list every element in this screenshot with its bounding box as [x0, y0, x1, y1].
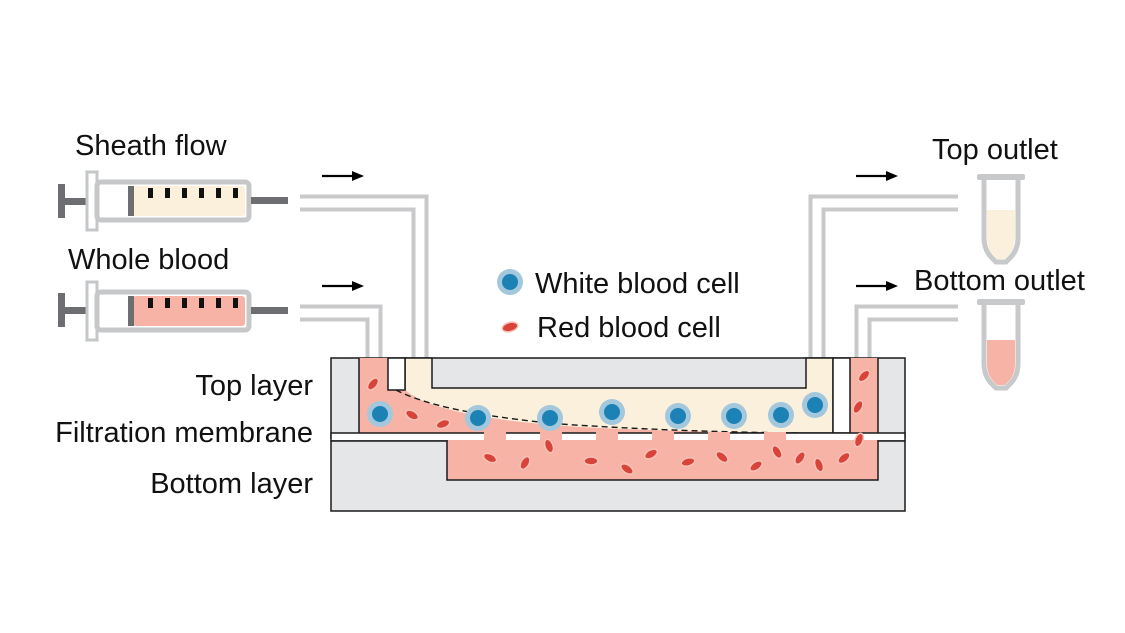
red-blood-cell — [837, 451, 851, 465]
red-blood-cell — [620, 463, 634, 475]
syringe-graduations — [148, 188, 238, 198]
membrane-pores — [484, 432, 786, 442]
white-blood-cells — [367, 392, 828, 431]
red-blood-cell — [583, 456, 599, 466]
red-blood-cell — [857, 369, 871, 383]
filtration-membrane-label: Filtration membrane — [55, 417, 313, 449]
white-blood-cell — [768, 402, 794, 428]
top-outlet-collection-tube — [977, 174, 1025, 265]
plunger-seal — [128, 296, 134, 326]
white-blood-cell — [665, 403, 691, 429]
sheath-flow-label: Sheath flow — [75, 130, 228, 162]
arrow-icon — [322, 281, 364, 291]
whole-blood-label: Whole blood — [68, 244, 229, 276]
red-blood-cell — [404, 409, 420, 421]
stream-interface — [395, 389, 801, 434]
legend: White blood cell Red blood cell — [497, 268, 740, 344]
outlet-divider — [832, 357, 851, 434]
blood-inlet-tube — [300, 304, 383, 358]
white-blood-cell — [599, 399, 625, 425]
red-blood-cell — [794, 451, 806, 465]
white-blood-cell — [367, 401, 393, 427]
white-blood-cell — [721, 403, 747, 429]
red-blood-cell — [715, 450, 729, 464]
legend-white-blood-cell: White blood cell — [535, 268, 740, 300]
red-blood-cell — [643, 448, 659, 460]
red-blood-cell-legend-icon — [501, 321, 519, 333]
red-blood-cell — [771, 444, 783, 460]
inlet-divider — [387, 357, 406, 391]
plunger-handle — [58, 293, 65, 327]
syringe-graduations — [148, 298, 238, 308]
tubing — [300, 194, 958, 358]
bottom-outlet-label: Bottom outlet — [914, 265, 1085, 297]
syringe-needle — [251, 197, 288, 204]
white-blood-cell — [465, 405, 491, 431]
red-blood-cell — [680, 456, 696, 468]
white-blood-cell-legend-icon — [497, 269, 523, 295]
bottom-channel — [446, 441, 879, 481]
bottom-outlet-tube — [854, 304, 958, 358]
red-blood-cells — [366, 369, 871, 475]
red-blood-cell — [482, 452, 498, 464]
chip-bottom-layer — [330, 440, 906, 512]
white-blood-cell — [537, 405, 563, 431]
plunger-handle — [58, 184, 65, 218]
arrow-icon — [856, 171, 898, 181]
red-blood-cell — [852, 399, 864, 415]
red-blood-cell — [519, 455, 531, 471]
red-blood-cell — [366, 377, 380, 391]
sheath-inlet-tube — [300, 194, 429, 358]
legend-red-blood-cell: Red blood cell — [537, 312, 721, 344]
sheath-flow-syringe — [58, 170, 288, 232]
top-outlet-label: Top outlet — [932, 134, 1058, 166]
top-layer-label: Top layer — [195, 370, 313, 402]
whole-blood-syringe — [58, 280, 288, 342]
flow-arrows — [322, 171, 898, 291]
bottom-outlet-collection-tube — [977, 299, 1025, 391]
arrow-icon — [856, 281, 898, 291]
red-blood-cell — [543, 438, 555, 454]
syringe-needle — [251, 307, 288, 314]
red-blood-cell — [813, 457, 825, 473]
red-blood-cell — [853, 432, 865, 448]
plunger-seal — [128, 186, 134, 216]
white-blood-cell — [802, 392, 828, 418]
red-blood-cell — [749, 460, 763, 472]
arrow-icon — [322, 171, 364, 181]
bottom-layer-label: Bottom layer — [150, 468, 313, 500]
red-blood-cell — [435, 418, 451, 430]
